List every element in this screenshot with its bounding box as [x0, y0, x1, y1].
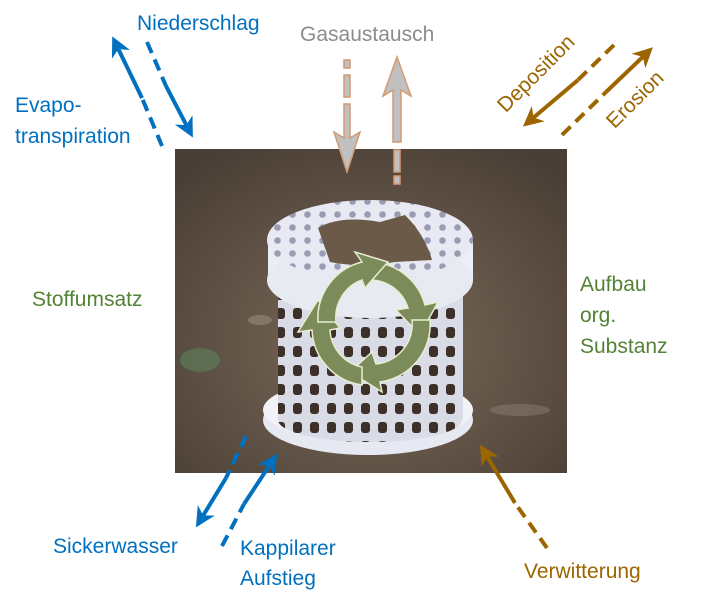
sickerwasser-arrow	[195, 435, 248, 528]
label-evapo-line2: transpiration	[15, 125, 131, 148]
label-kapillar-line1: Kappilarer	[240, 537, 336, 560]
label-verwitterung: Verwitterung	[524, 560, 641, 583]
soil-photo	[175, 149, 567, 473]
label-aufbau-line2: org.	[580, 304, 617, 327]
recycle-cycle-icon	[296, 250, 440, 394]
deposition-arrow	[522, 43, 616, 127]
label-sickerwasser: Sickerwasser	[53, 535, 178, 558]
verwitterung-arrow	[479, 444, 549, 550]
erosion-arrow	[560, 47, 653, 137]
kapillarer-aufstieg-arrow	[220, 453, 278, 547]
label-gasaustausch: Gasaustausch	[300, 23, 435, 46]
label-evapo-line1: Evapo-	[15, 94, 82, 117]
gas-up-arrow	[381, 54, 413, 185]
label-aufbau-line1: Aufbau	[580, 273, 647, 296]
label-stoffumsatz: Stoffumsatz	[32, 288, 143, 311]
label-aufbau-line3: Substanz	[580, 335, 668, 358]
gas-down-arrow	[332, 59, 362, 175]
label-niederschlag: Niederschlag	[137, 12, 260, 35]
evapotranspiration-arrow	[111, 36, 164, 147]
niederschlag-arrow	[145, 41, 193, 138]
label-kapillar-line2: Aufstieg	[240, 567, 316, 590]
